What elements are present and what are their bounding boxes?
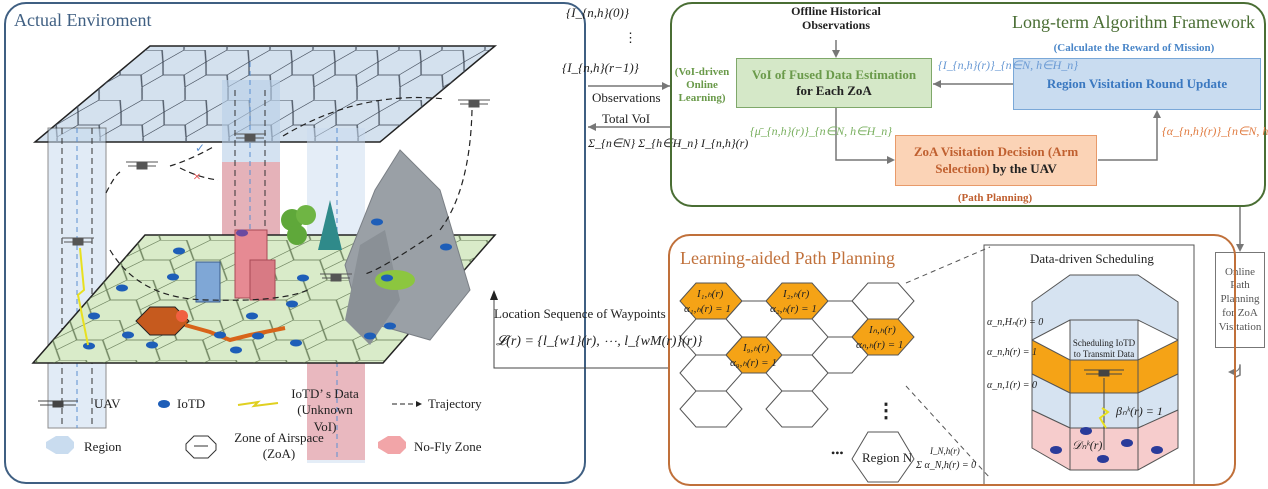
online-learning-note: (VoI-driven Online Learning): [672, 66, 732, 106]
iotd-devices: [83, 218, 452, 354]
region-n-label: Region N: [862, 450, 913, 465]
scheduling-iotd-note: Scheduling IoTD to Transmit Data: [1072, 338, 1136, 360]
hex-2-alpha: α₂,ₕ(r) = 1: [770, 303, 817, 315]
hex-9-I: I₉,ₕ(r): [743, 342, 770, 354]
buildings: [195, 229, 276, 303]
region-visitation-box[interactable]: Region Visitation Round Update: [1013, 58, 1261, 110]
trajectory-paths: [105, 96, 473, 301]
waypoints-bracket: [490, 290, 668, 369]
legend-iotd-label: IoTD: [177, 396, 206, 411]
online-learning-line-1: (VoI-driven: [674, 66, 730, 78]
legend-region-label: Region: [84, 439, 122, 454]
framework-panel: [670, 2, 1266, 207]
decision-box-line-1: ZoA Visitation Decision (Arm: [913, 144, 1079, 160]
mountains: [344, 149, 471, 345]
legend-data-line-1: IoTD’ s Data: [291, 386, 359, 401]
sched-line-1: Scheduling IoTD: [1072, 338, 1136, 348]
edge-I-label: {I_{n,h}(r)}_{n∈N, h∈H_n}: [938, 58, 1079, 72]
hazard-zone: [135, 306, 286, 343]
hex-1-I: I₁,ₕ(r): [697, 288, 724, 300]
horizontal-ellipsis: •••: [831, 446, 844, 460]
uav-icons: [62, 99, 490, 282]
hex-1-alpha: α₁,ₕ(r) = 1: [684, 303, 731, 315]
scheduling-iotds: [1050, 427, 1163, 463]
zoom-line-top: [905, 246, 991, 284]
offline-observations-label: Offline Historical Observations: [780, 4, 892, 33]
voi-estimation-box[interactable]: VoI of Fused Data Estimation for Each Zo…: [736, 58, 932, 108]
decision-box-line-2a: Selection): [935, 160, 990, 176]
edge-mu-label: {μ̄_{n,h}(r)}_{n∈N, h∈H_n}: [750, 124, 893, 138]
online-box-line-1: Online: [1225, 265, 1255, 278]
online-box-line-3: Planning: [1220, 293, 1260, 306]
path-planning-panel: [668, 234, 1236, 486]
online-path-planning-box[interactable]: Online Path Planning for ZoA Visitation: [1215, 252, 1265, 348]
region-box-label: Region Visitation Round Update: [1046, 75, 1228, 91]
path-planning-note: (Path Planning): [957, 192, 1033, 204]
observations-label: Observations: [592, 90, 661, 105]
region-n-I: I_N,h(r): [930, 446, 960, 456]
data-transmission-bolt: [76, 247, 89, 346]
legend-data-line-2: (Unknown VoI): [297, 402, 353, 434]
offline-line-2: Observations: [801, 18, 870, 33]
online-box-line-4: for ZoA: [1222, 306, 1258, 319]
scheduling-bolt: [1098, 407, 1110, 429]
framework-title: Long-term Algorithm Framework: [1012, 12, 1255, 32]
decision-box-line-2b: by the UAV: [989, 160, 1057, 176]
legend-zoa-label: Zone of Airspace (ZoA): [224, 430, 334, 463]
online-learning-line-3: Learning): [678, 92, 726, 105]
legend-trajectory-label: Trajectory: [428, 396, 482, 411]
hex-9-alpha: α₉,ₕ(r) = 1: [730, 357, 777, 369]
legend-zoa-line-1: Zone of Airspace: [234, 430, 324, 445]
legend-uav-label: UAV: [94, 396, 121, 411]
online-box-line-5: Visitation: [1218, 320, 1262, 333]
observation-r0: {I_{n,h}(0)}: [566, 5, 630, 20]
hex-cell: [765, 390, 829, 428]
beta-label: βₙᵏ(r) = 1: [1116, 404, 1163, 418]
actual-environment-panel: [4, 2, 586, 484]
legend-icons: [38, 400, 422, 459]
zoa-decision-box[interactable]: ZoA Visitation Decision (Arm Selection) …: [895, 135, 1097, 186]
hex-cell: [679, 390, 743, 428]
hex-cell-region-n: [851, 431, 915, 483]
hex-n-I: Iₙ,ₕ(r): [869, 324, 896, 336]
interface-arrows: [588, 82, 670, 131]
waypoints-label: Location Sequence of Waypoints: [494, 306, 666, 321]
check-mark: ✓: [195, 141, 205, 155]
hex-n-alpha: αₙ,ₕ(r) = 1: [856, 339, 904, 351]
edge-alpha-label: {α_{n,h}(r)}_{n∈N, h∈H_n}: [1162, 124, 1268, 138]
legend-nofly-label: No-Fly Zone: [414, 439, 482, 454]
alpha-top-label: α_n,Hₙ(r) = 0: [987, 317, 1044, 328]
framework-arrowheads: [832, 50, 1244, 252]
voi-box-line-2: for Each ZoA: [796, 83, 872, 98]
vertical-ellipsis: ⋮: [876, 400, 896, 422]
path-planning-title: Learning-aided Path Planning: [680, 248, 895, 268]
legend-data-label: IoTD’ s Data (Unknown VoI): [285, 386, 365, 435]
hex-2-I: I₂,ₕ(r): [783, 288, 810, 300]
alpha-mid-label: α_n,h(r) = 1: [987, 347, 1038, 358]
scheduling-title: Data-driven Scheduling: [1030, 251, 1154, 266]
sched-line-2: to Transmit Data: [1073, 348, 1135, 359]
d-label: 𝒟ₙᵏ(r): [1072, 438, 1103, 452]
online-learning-line-2: Online: [686, 79, 718, 92]
total-voi-label: Total VoI: [602, 111, 651, 126]
trees: [281, 200, 342, 250]
hex-grid: [679, 282, 915, 483]
region-column-left: [47, 127, 107, 429]
observation-dots: ⋮: [624, 30, 637, 45]
legend-zoa-line-2: (ZoA): [262, 446, 296, 462]
voi-box-line-1: VoI of Fused Data Estimation: [751, 66, 917, 82]
observation-r-minus-1: {I_{n,h}(r−1)}: [562, 60, 639, 75]
reward-note: (Calculate the Reward of Mission): [1053, 42, 1215, 54]
offline-line-1: Offline Historical: [791, 4, 881, 18]
total-voi-formula: Σ_{n∈N} Σ_{h∈H_n} I_{n,h}(r): [588, 136, 749, 150]
alpha-low-label: α_n,1(r) = 0: [987, 380, 1038, 391]
environment-title: Actual Enviroment: [14, 10, 152, 30]
zoom-line-bottom: [905, 385, 991, 479]
region-n-sum: Σ α_N,h(r) = 0: [916, 460, 977, 471]
cross-mark: ×: [193, 170, 201, 185]
waypoints-formula: 𝓛(r) = {l_{w1}(r), ⋯, l_{wM(r)}(r)}: [496, 334, 703, 349]
scheduling-prism: [983, 244, 1195, 486]
